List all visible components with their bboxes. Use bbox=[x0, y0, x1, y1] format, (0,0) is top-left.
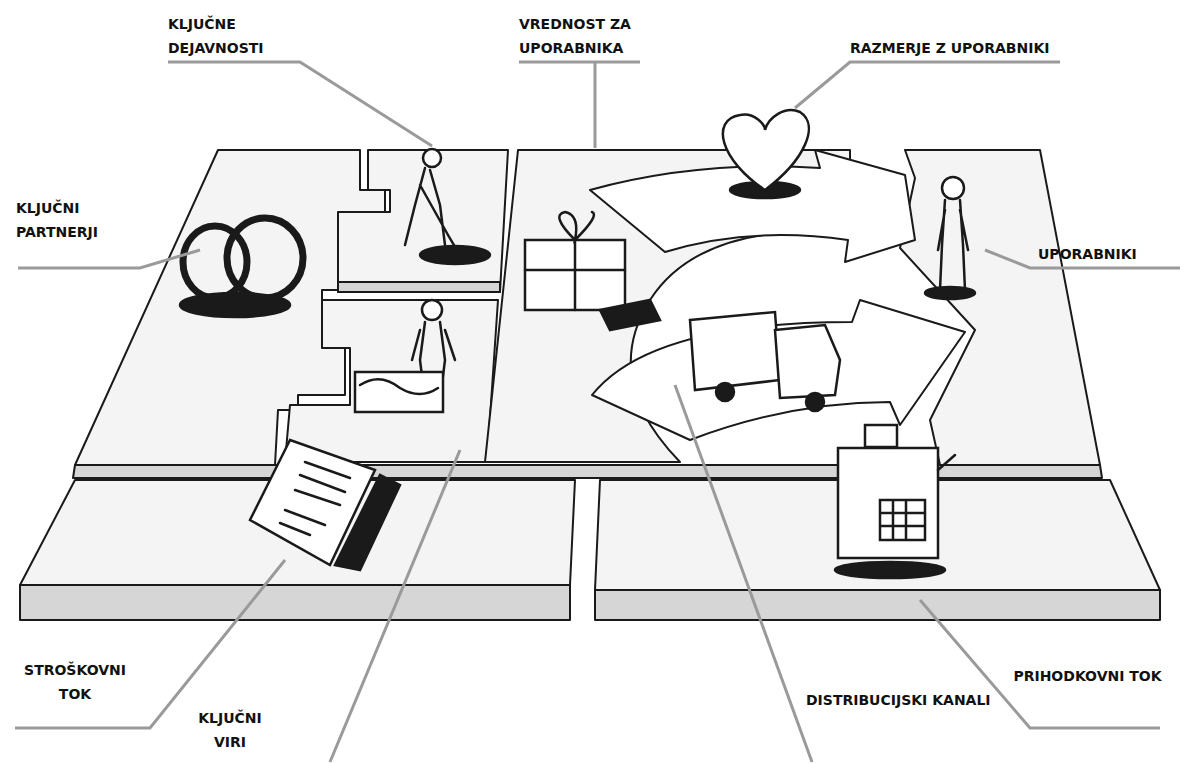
leader-line bbox=[675, 385, 812, 762]
slab-edge bbox=[73, 465, 1102, 478]
leader-line bbox=[168, 62, 432, 146]
cash-register bbox=[838, 448, 938, 558]
block-label: KLJUČNI PARTNERJI bbox=[16, 196, 136, 244]
leader-line bbox=[920, 600, 1160, 728]
invoice-lines bbox=[280, 462, 350, 535]
hole bbox=[420, 246, 490, 264]
block-label: STROŠKOVNI TOK bbox=[10, 658, 140, 706]
block-label: KLJUČNE DEJAVNOSTI bbox=[168, 12, 288, 60]
digging-person bbox=[405, 168, 458, 252]
channel-arrow bbox=[592, 300, 965, 440]
block-label: DISTRIBUCIJSKI KANALI bbox=[806, 688, 991, 712]
leader-line bbox=[18, 250, 200, 268]
person-shadow bbox=[925, 287, 975, 299]
panel-edge bbox=[338, 282, 500, 292]
person-head bbox=[942, 177, 964, 199]
resource-pile bbox=[355, 372, 443, 412]
leader-line bbox=[15, 560, 285, 728]
block-label: PRIHODKOVNI TOK bbox=[1005, 664, 1170, 688]
wheel bbox=[716, 383, 734, 401]
invoice-shadow bbox=[335, 475, 400, 570]
customer-person bbox=[938, 200, 968, 290]
person-head bbox=[423, 149, 441, 167]
truck-cab bbox=[775, 325, 840, 398]
register-shadow bbox=[835, 562, 945, 578]
resources-panel bbox=[285, 300, 498, 462]
resource-pile bbox=[360, 379, 438, 394]
block-label: KLJUČNI VIRI bbox=[180, 706, 280, 754]
block-label: VREDNOST ZA UPORABNIKA bbox=[519, 12, 644, 60]
gift-ribbon bbox=[525, 212, 625, 310]
block-label: RAZMERJE Z UPORABNIKI bbox=[850, 36, 1150, 60]
slab-edge bbox=[595, 590, 1160, 620]
leader-line bbox=[519, 62, 640, 148]
heart bbox=[723, 110, 809, 190]
slab-edge bbox=[20, 585, 570, 620]
wheel bbox=[806, 393, 824, 411]
leader-line bbox=[330, 450, 460, 762]
truck-body bbox=[690, 312, 780, 390]
register-display bbox=[865, 425, 897, 447]
gift-cart bbox=[600, 300, 660, 330]
activities-panel bbox=[338, 150, 508, 292]
person-head bbox=[422, 300, 442, 320]
register-keys bbox=[880, 455, 955, 540]
ring bbox=[227, 218, 303, 298]
customers-panel bbox=[900, 150, 1100, 465]
block-label: UPORABNIKI bbox=[1038, 242, 1178, 266]
leader-line bbox=[795, 62, 1060, 108]
